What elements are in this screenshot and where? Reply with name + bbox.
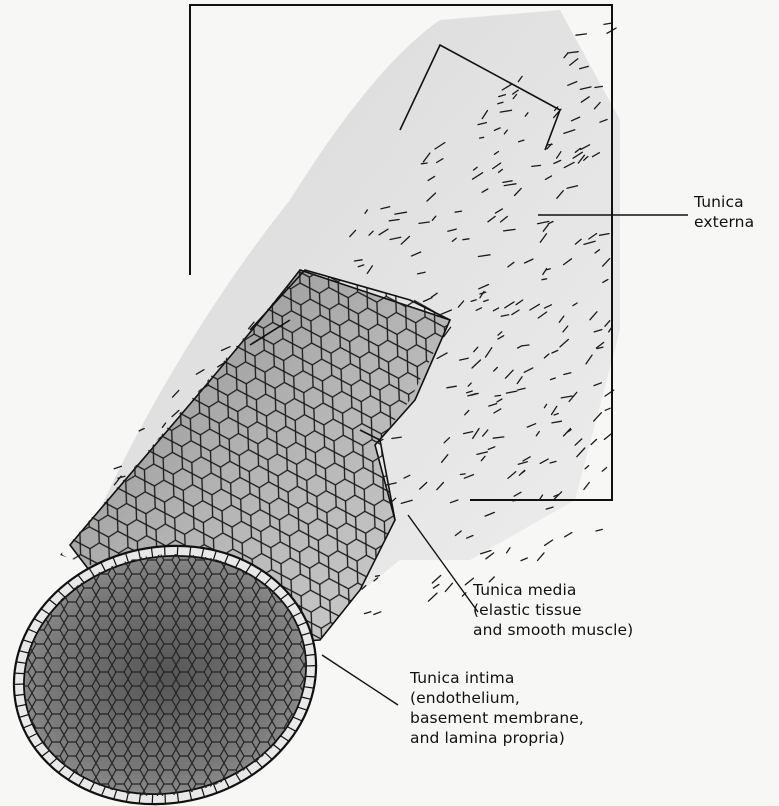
externa-fiber bbox=[460, 474, 465, 475]
externa-fiber bbox=[522, 345, 529, 346]
externa-fiber bbox=[604, 433, 611, 439]
externa-fiber bbox=[433, 584, 439, 588]
label-media-line3: and smooth muscle) bbox=[473, 620, 633, 640]
externa-fiber bbox=[374, 612, 381, 615]
externa-fiber bbox=[428, 593, 437, 601]
intima-leader-line bbox=[322, 655, 398, 705]
label-intima-line3: basement membrane, bbox=[410, 708, 584, 728]
externa-fiber bbox=[545, 540, 553, 545]
externa-fiber bbox=[432, 576, 440, 584]
externa-fiber bbox=[585, 466, 589, 469]
externa-fiber bbox=[445, 583, 452, 591]
externa-fiber bbox=[565, 533, 572, 537]
externa-fiber bbox=[602, 468, 606, 472]
externa-fiber bbox=[463, 239, 469, 240]
externa-fiber bbox=[584, 482, 589, 489]
label-media-line1: Tunica media bbox=[473, 580, 633, 600]
externa-fiber bbox=[605, 408, 610, 410]
externa-fiber bbox=[365, 612, 371, 614]
label-tunica-externa: Tunica externa bbox=[694, 192, 754, 232]
ring-cell-divider bbox=[306, 676, 316, 677]
externa-fiber bbox=[480, 137, 484, 138]
externa-fiber bbox=[542, 279, 547, 280]
label-intima-line4: and lamina propria) bbox=[410, 728, 584, 748]
externa-fiber bbox=[495, 395, 501, 396]
externa-fiber bbox=[507, 548, 510, 553]
label-media-line2: (elastic tissue bbox=[473, 600, 633, 620]
externa-fiber bbox=[576, 34, 587, 35]
externa-fiber bbox=[538, 553, 545, 561]
label-externa-line1: Tunica bbox=[694, 192, 754, 212]
externa-fiber bbox=[604, 23, 612, 24]
externa-fiber bbox=[421, 163, 427, 164]
externa-fiber bbox=[596, 529, 602, 531]
label-tunica-intima: Tunica intima (endothelium, basement mem… bbox=[410, 668, 584, 748]
externa-fiber bbox=[521, 558, 527, 561]
label-intima-line1: Tunica intima bbox=[410, 668, 584, 688]
externa-fiber bbox=[376, 576, 380, 577]
ring-cell-divider bbox=[15, 673, 25, 674]
externa-fiber bbox=[486, 553, 494, 559]
label-intima-line2: (endothelium, bbox=[410, 688, 584, 708]
label-externa-line2: externa bbox=[694, 212, 754, 232]
label-tunica-media: Tunica media (elastic tissue and smooth … bbox=[473, 580, 633, 640]
externa-fiber bbox=[591, 439, 596, 444]
